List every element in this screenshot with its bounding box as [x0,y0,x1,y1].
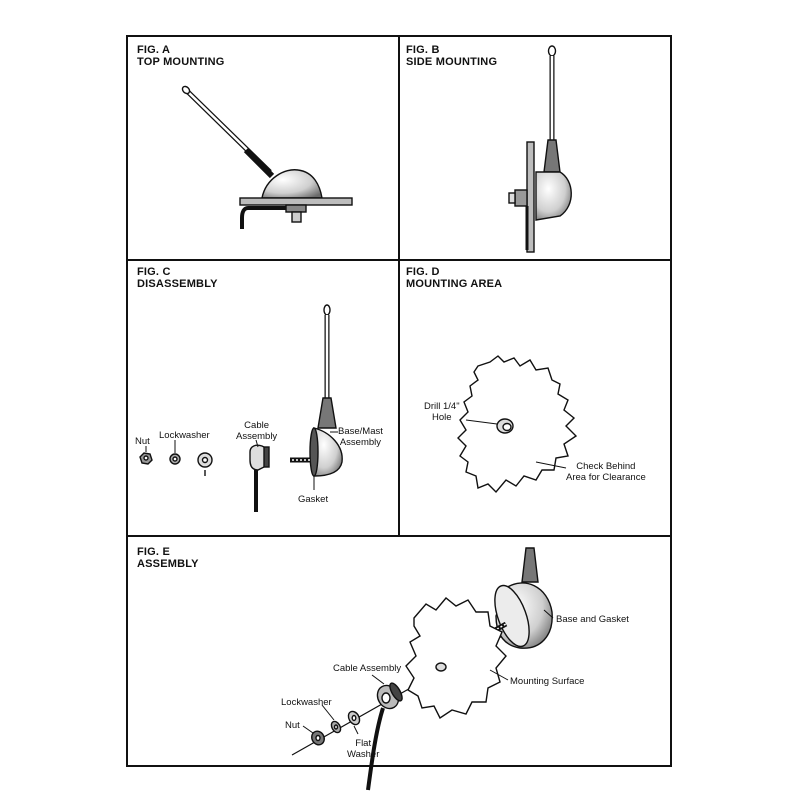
fig-c-flat-washer [197,452,213,476]
fig-e-label-cable: Cable Assembly [333,663,402,674]
fig-e-nut [311,730,325,746]
fig-b-id: FIG. B [406,44,440,56]
fig-e-label-lockwasher: Lockwasher [281,697,332,708]
fig-d-label-drill-line1: Drill 1/4" [424,401,460,412]
fig-e-hole [435,662,447,672]
fig-c-label-lockwasher: Lockwasher [159,430,210,441]
fig-d-drawing [457,355,578,494]
fig-c-drawing [139,304,343,512]
fig-e-label-flat-washer: Flat Washer [347,738,379,760]
fig-d-label-check-line2: Area for Clearance [566,472,646,483]
fig-c-base-dome [313,427,343,477]
fig-e-label-surface: Mounting Surface [510,676,585,687]
fig-a-cable [240,206,286,229]
fig-e-mounting-surface [405,597,507,720]
fig-b-base-dome [535,171,572,221]
fig-e-cable-assembly [366,682,403,791]
fig-d-label-check-line1: Check Behind [576,461,636,472]
fig-c-lockwasher [169,453,181,465]
fig-d-name: MOUNTING AREA [406,278,503,290]
fig-e-label-base: Base and Gasket [556,614,629,625]
fig-d-label-check: Check Behind Area for Clearance [566,461,646,483]
divider-horizontal-1 [126,259,672,261]
fig-a-base-dome [261,169,323,199]
fig-c-label-cable-line2: Assembly [236,431,278,442]
divider-vertical-top [398,35,400,536]
fig-d-label-drill: Drill 1/4" Hole [424,401,460,423]
fig-e-label-flat-line2: Washer [347,749,380,760]
fig-d-id: FIG. D [406,266,440,278]
fig-c-nut [139,452,153,465]
fig-c-label-cable: Cable Assembly [236,420,277,442]
fig-e-base-gasket [486,547,553,649]
fig-d-label-drill-line2: Hole [432,412,452,423]
fig-a-id: FIG. A [137,44,171,56]
fig-c-label-nut: Nut [135,436,150,447]
fig-e-name: ASSEMBLY [137,558,199,570]
fig-c-label-base-line1: Base/Mast [338,426,383,437]
fig-b-name: SIDE MOUNTING [406,56,498,68]
fig-a-mast [181,85,275,179]
fig-e-label-nut: Nut [285,720,300,731]
fig-c-label-base-line2: Assembly [339,437,382,448]
fig-c-cable-assembly [249,444,270,512]
fig-a-name: TOP MOUNTING [137,56,225,68]
fig-c-label-cable-line1: Cable [244,420,269,431]
fig-e-flat-washer [347,710,361,726]
fig-a-drawing [181,85,353,229]
fig-e-lockwasher [330,720,342,734]
fig-c-title: FIG. C DISASSEMBLY [137,266,218,290]
fig-b-drawing [508,45,572,253]
fig-e-label-flat-line1: Flat [355,738,372,749]
divider-horizontal-2 [126,535,672,537]
fig-a-title: FIG. A TOP MOUNTING [137,44,225,68]
fig-e-id: FIG. E [137,546,170,558]
fig-c-label-base: Base/Mast Assembly [338,426,383,448]
fig-c-name: DISASSEMBLY [137,278,218,290]
fig-c-label-gasket: Gasket [298,494,329,505]
fig-d-title: FIG. D MOUNTING AREA [406,266,502,290]
fig-c-id: FIG. C [137,266,171,278]
fig-d-mounting-surface [457,355,578,494]
fig-e-drawing [291,547,554,791]
fig-e-title: FIG. E ASSEMBLY [137,546,199,570]
fig-a-mounting-surface [239,197,353,206]
fig-b-title: FIG. B SIDE MOUNTING [406,44,497,68]
